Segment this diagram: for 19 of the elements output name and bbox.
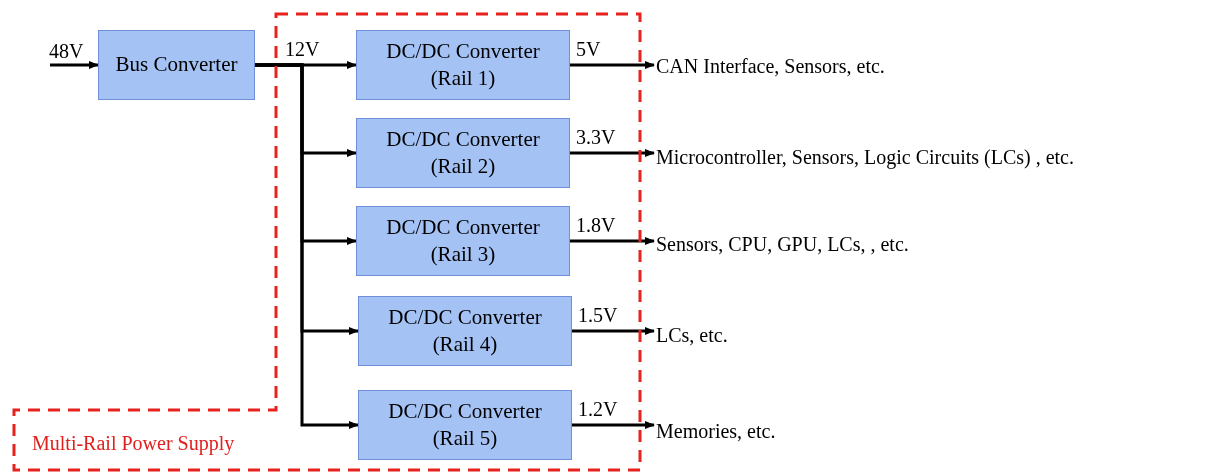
load-label: CAN Interface, Sensors, etc. [656, 54, 885, 79]
arrow [570, 149, 655, 157]
group-label: Multi-Rail Power Supply [32, 431, 235, 457]
arrow [50, 61, 99, 69]
arrow [572, 421, 655, 429]
converter-box: DC/DC Converter (Rail 5) [358, 390, 572, 460]
converter-box: DC/DC Converter (Rail 1) [356, 30, 570, 100]
converter-box: DC/DC Converter (Rail 3) [356, 206, 570, 276]
arrow [570, 61, 655, 69]
load-label: LCs, etc. [656, 323, 728, 348]
load-label: Memories, etc. [656, 419, 776, 444]
converter-box: DC/DC Converter (Rail 2) [356, 118, 570, 188]
arrow [255, 63, 359, 429]
arrow [572, 327, 655, 335]
converter-box: Bus Converter [98, 30, 255, 100]
converter-box: DC/DC Converter (Rail 4) [358, 296, 572, 366]
arrow [570, 237, 655, 245]
load-label: Sensors, CPU, GPU, LCs, , etc. [656, 232, 909, 257]
load-label: Microcontroller, Sensors, Logic Circuits (LCs) , etc. [656, 145, 1074, 171]
